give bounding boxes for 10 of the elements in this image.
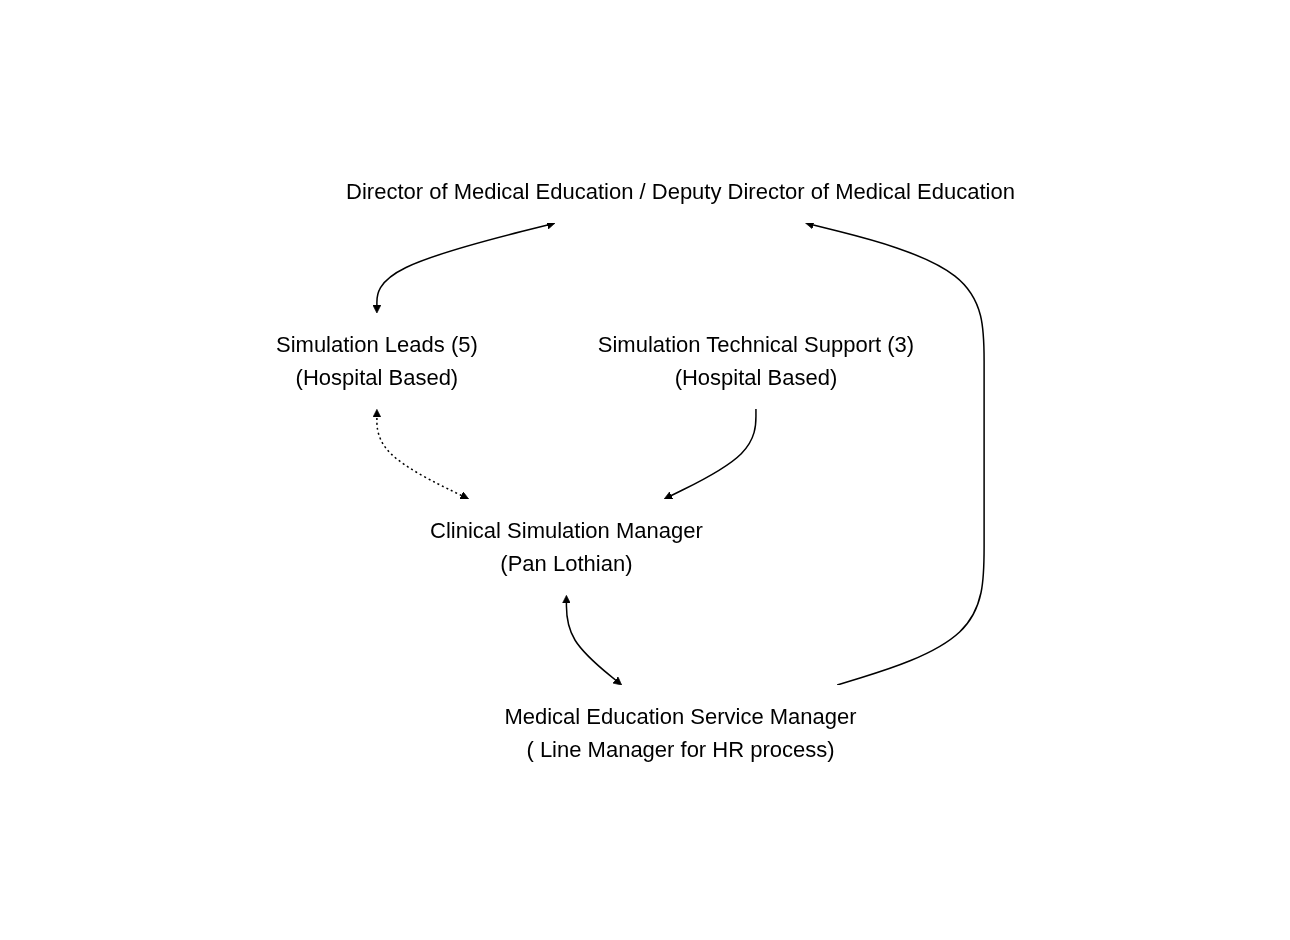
node-text: Simulation Leads (5) (Hospital Based) (275, 331, 478, 390)
node-text: Medical Education Service Manager ( Line Manager for HR process) (503, 703, 857, 762)
arrow (372, 408, 469, 499)
node-text: Simulation Technical Support (3) (Hospital Based) (597, 331, 914, 390)
arrow (663, 407, 757, 499)
arrow (804, 220, 985, 686)
arrow (561, 594, 622, 685)
arrow (372, 220, 556, 313)
node-text: Director of Medical Education / Deputy Director of Medical Education (345, 178, 1015, 204)
node-text: Clinical Simulation Manager (Pan Lothian) (429, 517, 703, 576)
